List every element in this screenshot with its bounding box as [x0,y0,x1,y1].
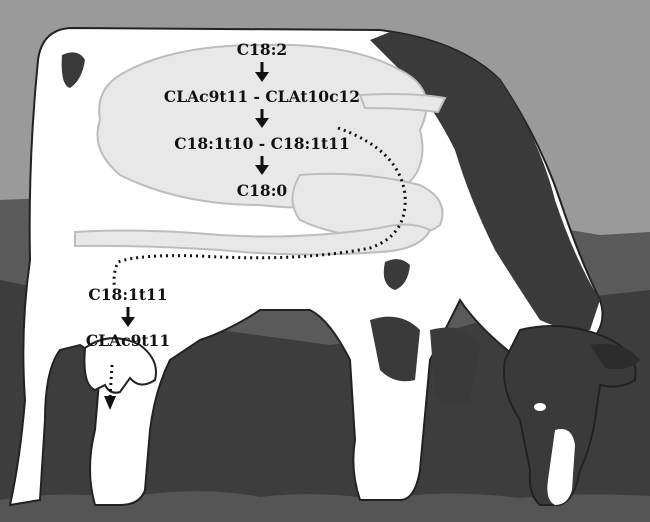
rumen-label-c18-0: C18:0 [237,181,288,200]
rumen-label-cla: CLAc9t11 - CLAt10c12 [164,87,360,106]
cow-eye [534,403,546,411]
tissue-label-c18-1t11: C18:1t11 [88,285,167,304]
tissue-label-clac9t11: CLAc9t11 [86,331,170,350]
rumen-label-c18-2: C18:2 [237,40,287,59]
rumen-label-c18-1: C18:1t10 - C18:1t11 [174,134,350,153]
